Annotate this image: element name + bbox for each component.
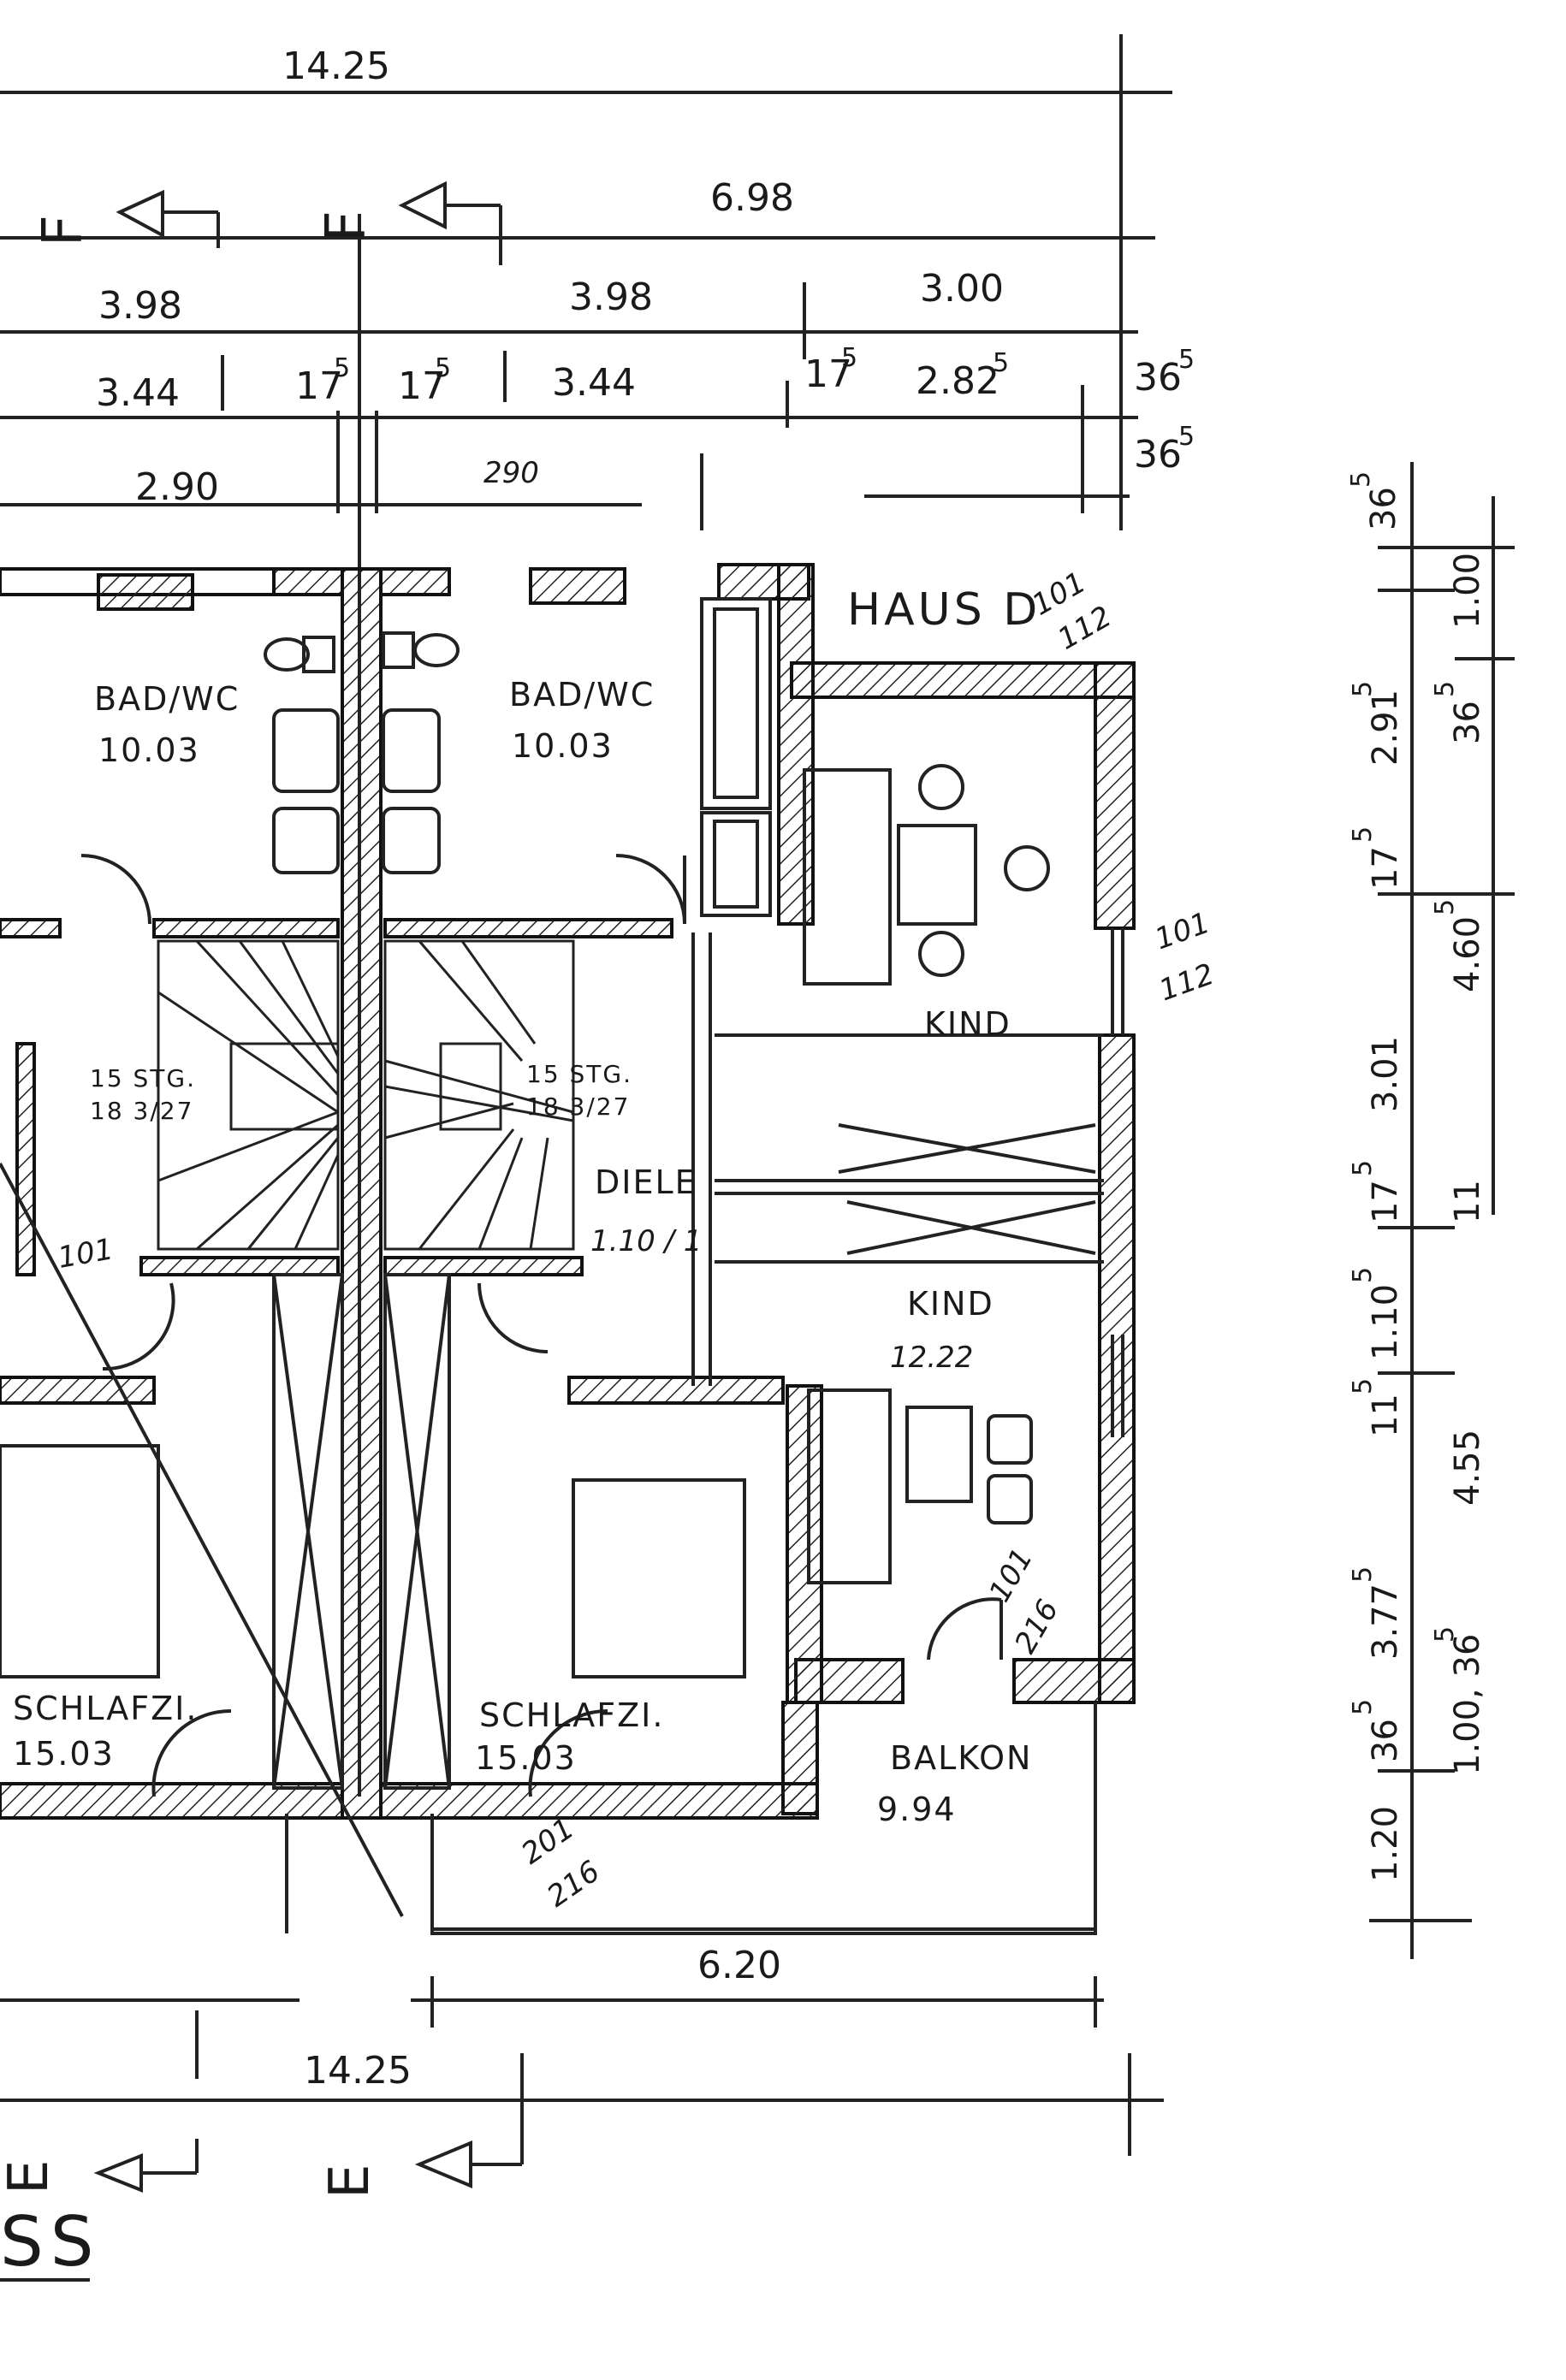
dim-right-outer-5: 17: [1366, 1180, 1405, 1223]
dim-right-outer-10: 1.20: [1366, 1806, 1405, 1882]
dim-row2-e-sup: 5: [841, 343, 857, 373]
note-balcony-door-b: 216: [1008, 1594, 1065, 1659]
dim-right-outer-7-sup: 5: [1348, 1378, 1378, 1394]
note-window-right-a: 101: [1150, 906, 1214, 957]
section-label-top-left: F: [32, 215, 95, 246]
dim-right-outer-5-sup: 5: [1348, 1160, 1378, 1176]
dim-right-inner-5: 4.55: [1448, 1430, 1487, 1506]
dim-row3-c-sup: 5: [1178, 422, 1195, 452]
dim-row1-a: 3.98: [98, 284, 182, 328]
sheet-title-fragment: SS: [0, 2202, 101, 2282]
note-bedroom-window-b: 216: [541, 1854, 606, 1914]
dim-row2-e: 17: [804, 352, 852, 396]
dim-right-outer-3-sup: 5: [1348, 826, 1378, 843]
stair-steps-left: 15 STG.: [90, 1064, 196, 1092]
walls: [0, 563, 1136, 1820]
dim-row2-a: 3.44: [96, 371, 180, 415]
dim-right-inner-6-sup: 5: [1430, 1626, 1460, 1643]
dim-right-inner-2-sup: 5: [1430, 681, 1460, 697]
dim-row2-b: 17: [295, 364, 343, 408]
room-area-balkon: 9.94: [877, 1791, 957, 1828]
section-label-bottom-right: E: [318, 2164, 382, 2199]
dim-right-inner-6: 1.00, 36: [1448, 1634, 1487, 1775]
room-name-kind-2: KIND: [907, 1285, 994, 1323]
stair-ratio-right: 18 3/27: [526, 1092, 630, 1121]
note-door-diele: 1.10 / 1: [590, 1224, 702, 1258]
note-door-inner: 101: [56, 1232, 116, 1276]
bottom-dimension-lines: [0, 1976, 1164, 2156]
dim-row2-g-sup: 5: [1178, 345, 1195, 375]
dim-right-outer-9-sup: 5: [1348, 1699, 1378, 1715]
dim-right-outer-2-sup: 5: [1348, 681, 1378, 697]
dim-right-outer-7: 11: [1366, 1394, 1405, 1437]
dim-right-outer-9: 36: [1366, 1719, 1405, 1762]
section-marker-bottom-left: [93, 2139, 199, 2193]
partitions: [0, 597, 1124, 1935]
dim-row2-f-sup: 5: [993, 348, 1009, 378]
dim-overall-bottom: 14.25: [304, 2049, 412, 2093]
dim-right-outer-6: 1.10: [1366, 1284, 1405, 1360]
house-label: HAUS D: [847, 584, 1041, 636]
room-name-bad-left: BAD/WC: [94, 680, 240, 718]
room-area-schlafzi-left: 15.03: [13, 1735, 115, 1773]
room-name-diele: DIELE: [595, 1163, 697, 1201]
room-area-bad-right: 10.03: [512, 727, 614, 765]
dim-right-inner-2: 36: [1448, 701, 1487, 744]
dim-right-outer-1: 36: [1364, 487, 1403, 530]
room-area-schlafzi-right: 15.03: [475, 1739, 577, 1777]
dim-row2-b-sup: 5: [334, 353, 350, 383]
dim-row2-c: 17: [398, 364, 446, 408]
dim-row2-d: 3.44: [552, 361, 636, 405]
section-marker-bottom-right: [414, 2130, 524, 2188]
section-label-top-right: F: [315, 210, 378, 242]
note-bedroom-window-a: 201: [515, 1811, 580, 1871]
room-name-schlafzi-right: SCHLAFZI.: [479, 1696, 664, 1734]
right-dimension-lines: [1369, 462, 1515, 1959]
section-marker-top-right: [398, 181, 502, 265]
section-label-bottom-left: E: [0, 2160, 61, 2194]
dim-row1-b: 3.98: [569, 275, 653, 319]
furniture: [0, 631, 1050, 1678]
stairs-right: [383, 939, 575, 1251]
room-name-bad-right: BAD/WC: [509, 676, 655, 713]
dim-right-inner-3: 4.60: [1448, 916, 1487, 992]
dim-row2-g: 36: [1134, 356, 1182, 400]
dim-row2-f: 2.82: [916, 359, 1000, 403]
room-name-schlafzi-left: SCHLAFZI.: [13, 1690, 198, 1727]
dim-right-outer-8-sup: 5: [1348, 1566, 1378, 1583]
dim-right-outer-1-sup: 5: [1346, 471, 1376, 488]
room-area-bad-left: 10.03: [98, 731, 200, 769]
stairs-left: [157, 939, 340, 1251]
dim-right-part: 6.98: [710, 176, 794, 220]
dim-row3-b: 290: [483, 456, 539, 490]
dim-overall-top: 14.25: [282, 44, 390, 88]
dim-right-outer-4: 3.01: [1366, 1036, 1405, 1112]
note-window-right-b: 112: [1154, 957, 1219, 1009]
door-swings: [80, 854, 1003, 1797]
stair-ratio-left: 18 3/27: [90, 1097, 193, 1125]
dim-right-outer-6-sup: 5: [1348, 1267, 1378, 1283]
section-marker-top-left: [116, 189, 220, 248]
room-area-kind-2: 12.22: [890, 1341, 973, 1375]
dim-right-inner-3-sup: 5: [1430, 899, 1460, 915]
dim-right-inner-4: 11: [1448, 1180, 1487, 1223]
dim-row2-c-sup: 5: [435, 353, 451, 383]
top-dimension-lines: [0, 34, 1172, 1797]
dim-right-outer-8: 3.77: [1366, 1584, 1405, 1660]
dim-right-inner-1: 1.00: [1448, 553, 1487, 629]
dim-right-outer-3: 17: [1366, 846, 1405, 890]
dim-row1-c: 3.00: [920, 267, 1004, 311]
room-name-balkon: BALKON: [890, 1739, 1032, 1777]
dim-row3-a: 2.90: [135, 465, 219, 509]
room-name-kind-1: KIND: [924, 1005, 1011, 1043]
dim-row3-c: 36: [1134, 433, 1182, 477]
dim-right-outer-2: 2.91: [1366, 690, 1405, 766]
dim-balcony-width: 6.20: [697, 1944, 781, 1987]
right-dimension-labels: 36 5 2.91 5 17 5 3.01 17 5 1.10 5 11 5 3…: [1346, 471, 1487, 1882]
stair-steps-right: 15 STG.: [526, 1060, 632, 1088]
